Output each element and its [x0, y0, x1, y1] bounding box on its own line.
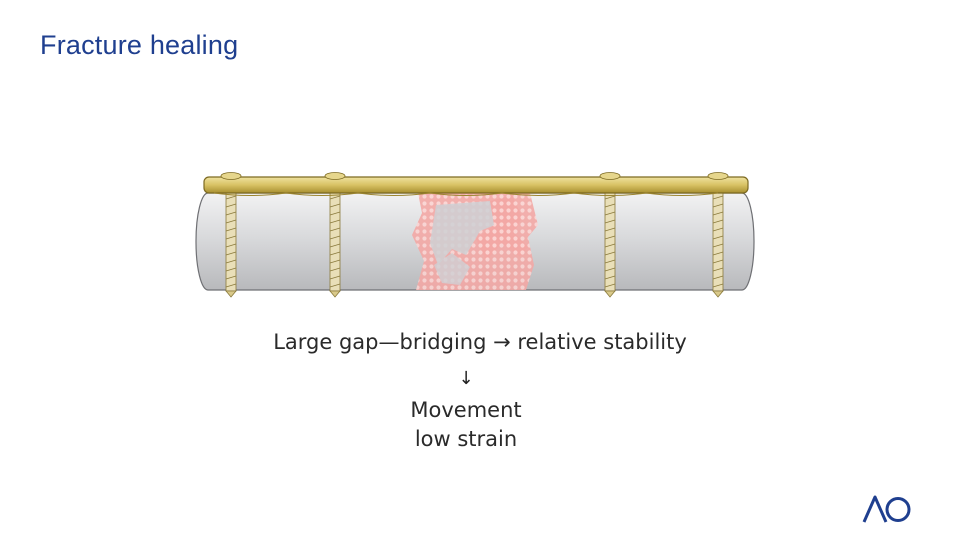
screw-2 — [329, 178, 341, 298]
bone-plate-illustration — [195, 172, 755, 298]
screw-1 — [225, 178, 237, 298]
caption-movement: Movement low strain — [366, 396, 566, 454]
slide-title: Fracture healing — [40, 30, 239, 60]
caption-movement-line: Movement — [410, 398, 522, 422]
bridging-plate — [203, 172, 749, 196]
fracture-callus — [412, 193, 538, 290]
caption-stability: Large gap—bridging → relative stability — [273, 330, 687, 354]
ao-logo — [862, 495, 911, 523]
screw-4 — [712, 178, 724, 298]
arrow-down-icon: ↓ — [458, 368, 474, 389]
screw-3 — [604, 178, 616, 298]
caption-strain-line: low strain — [414, 427, 518, 451]
